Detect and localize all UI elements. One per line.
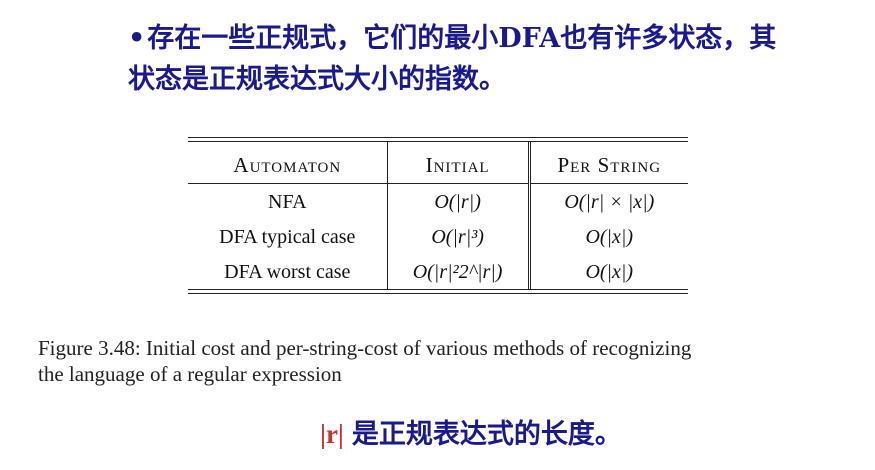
caption-line-2: the language of a regular expression xyxy=(38,362,342,386)
cell-automaton: NFA xyxy=(188,183,388,219)
cost-table: Automaton Initial Per String NFA O(|r|) … xyxy=(188,142,688,289)
table-row: NFA O(|r|) O(|r| × |x|) xyxy=(188,183,688,219)
statement-line-2: 状态是正规表达式大小的指数。 xyxy=(128,64,506,95)
table-top-rule xyxy=(188,137,688,142)
header-per-string: Per String xyxy=(527,142,688,184)
table-header-row: Automaton Initial Per String xyxy=(188,142,688,184)
note-symbol: |r| xyxy=(320,419,344,449)
cell-per-string: O(|x|) xyxy=(527,219,688,254)
cell-initial: O(|r|³) xyxy=(387,219,530,254)
cell-automaton: DFA worst case xyxy=(188,254,388,289)
cell-per-string: O(|r| × |x|) xyxy=(527,183,688,219)
header-initial: Initial xyxy=(387,142,530,184)
cell-automaton: DFA typical case xyxy=(188,219,388,254)
caption-line-1: Figure 3.48: Initial cost and per-string… xyxy=(38,336,692,360)
note-text: |r| 是正规表达式的长度。 xyxy=(320,412,622,451)
bullet-icon: • xyxy=(128,23,146,54)
cell-initial: O(|r|) xyxy=(387,183,530,219)
table-row: DFA worst case O(|r|²2^|r|) O(|x|) xyxy=(188,254,688,289)
cell-per-string: O(|x|) xyxy=(527,254,688,289)
header-automaton: Automaton xyxy=(188,142,388,184)
table-row: DFA typical case O(|r|³) O(|x|) xyxy=(188,219,688,254)
note-body: 是正规表达式的长度。 xyxy=(351,419,622,450)
table-bottom-rule xyxy=(188,289,688,294)
statement-line-1: •存在一些正规式，它们的最小DFA也有许多状态，其 xyxy=(128,18,858,59)
cost-table-figure: Automaton Initial Per String NFA O(|r|) … xyxy=(188,137,688,294)
cell-initial: O(|r|²2^|r|) xyxy=(387,254,530,289)
statement-text: •存在一些正规式，它们的最小DFA也有许多状态，其 状态是正规表达式大小的指数。 xyxy=(128,18,858,100)
figure-caption: Figure 3.48: Initial cost and per-string… xyxy=(38,335,848,387)
statement-line-1-text: 存在一些正规式，它们的最小DFA也有许多状态，其 xyxy=(147,23,777,54)
